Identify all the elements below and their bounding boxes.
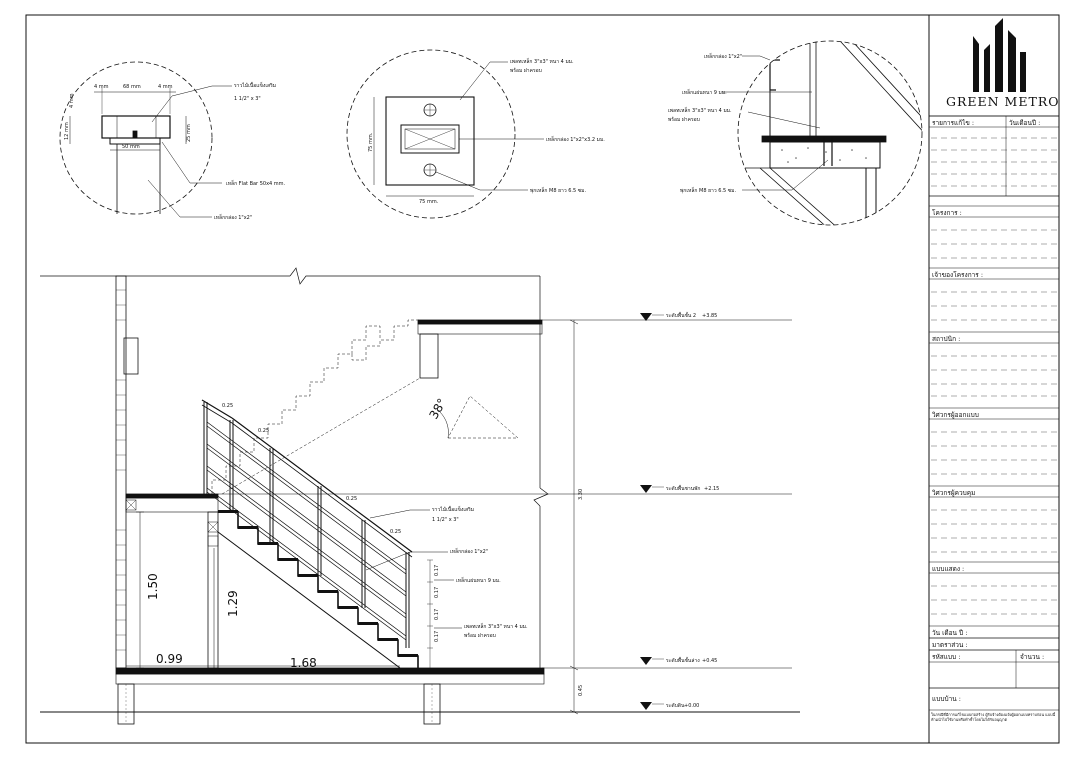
field-revision-date: วันเดือนปี : xyxy=(1009,119,1040,127)
sheet-outer-border xyxy=(25,14,1060,744)
rail-mark-3: 0.25 xyxy=(346,496,357,502)
label-tube: เหล็กกล่อง 1"x2"x3.2 มม. xyxy=(546,135,605,143)
title-block: GREEN METRO รายการแก้ไข : วันเดือนปี : โ… xyxy=(928,18,1060,722)
field-drawing-title: แบบแสดง : xyxy=(932,565,964,573)
level-marker-2nd-floor: ระดับพื้นชั้น 2 +3.85 xyxy=(640,310,717,321)
label-tube: เหล็กกล่อง 1"x2" xyxy=(704,52,742,60)
level-value: +0.45 xyxy=(702,658,717,664)
dim-landing-width: 0.99 xyxy=(156,652,183,666)
field-project: โครงการ : xyxy=(932,209,962,217)
level-label: ระดับพื้นชานพัก xyxy=(666,483,700,492)
label-handrail: ราวไม้เนื้อแข็งเสริม xyxy=(432,504,474,513)
field-scale: มาตราส่วน : xyxy=(932,641,968,649)
level-label: ระดับพื้นชั้น 2 xyxy=(666,310,696,319)
riser-dim-4: 0.17 xyxy=(434,631,440,642)
label-plate: เพลทเหล็ก 3"x3" หนา 4 มม. xyxy=(510,57,574,65)
detail-post-connection: เหล็กกล่อง 1"x2" เหล็กแผ่นหนา 9 มม. เพลท… xyxy=(668,40,923,226)
dim-post-height: 1.29 xyxy=(226,590,240,617)
rail-mark-1: 0.25 xyxy=(222,403,233,409)
level-marker-ground: ระดับดิน +0.00 xyxy=(640,702,699,710)
level-label: ระดับพื้นชั้นล่าง xyxy=(666,655,700,664)
label-plate-thick: เหล็กแผ่นหนา 9 มม. xyxy=(682,88,727,96)
angle-label: 38° xyxy=(426,396,449,421)
rail-mark-2: 0.25 xyxy=(258,428,269,434)
detail-base-plate: 75 mm. 75 mm. เพลทเหล็ก 3"x3" หนา 4 มม. … xyxy=(346,49,605,219)
riser-dim-1: 0.17 xyxy=(434,565,440,576)
level-marker-ground-floor: ระดับพื้นชั้นล่าง +0.45 xyxy=(640,655,717,665)
label-plate: เพลทเหล็ก 3"x3" หนา 4 มม. xyxy=(668,106,732,114)
level-value: +2.15 xyxy=(704,486,719,492)
field-date: วัน เดือน ปี : xyxy=(932,629,967,637)
brand-name: GREEN METRO xyxy=(946,94,1059,109)
level-marker-landing: ระดับพื้นชานพัก +2.15 xyxy=(640,483,719,493)
dim-landing-height: 1.50 xyxy=(146,573,160,600)
label-plate: เพลทเหล็ก 3"x3" หนา 4 มม. xyxy=(464,622,528,630)
dim-plinth: 0.45 xyxy=(578,685,584,696)
field-qty: จำนวน : xyxy=(1020,653,1044,661)
label-plate-sub: พร้อม ฝาครอบ xyxy=(464,632,496,639)
dim-left-total: 12 mm xyxy=(64,122,70,140)
dim-horizontal: 75 mm. xyxy=(419,199,439,205)
dim-run: 1.68 xyxy=(290,656,317,670)
level-label: ระดับดิน xyxy=(666,702,685,709)
field-revision: รายการแก้ไข : xyxy=(932,119,974,127)
field-code: รหัสแบบ : xyxy=(932,653,960,661)
field-supervising-engineer: วิศวกรผู้ควบคุม xyxy=(932,489,976,497)
label-plate9: เหล็กแผ่นหนา 9 มม. xyxy=(456,576,501,584)
field-architect: สถาปนิก : xyxy=(932,335,960,343)
label-bolt: พุกเหล็ก M8 ยาว 6.5 ซม. xyxy=(530,186,586,194)
stair-section: 38° xyxy=(40,267,800,725)
field-house-model: แบบบ้าน : xyxy=(932,695,961,703)
label-tube: เหล็กกล่อง 1"x2" xyxy=(214,213,252,221)
dim-bottom: 50 mm xyxy=(122,144,140,150)
label-plate-sub: พร้อม ฝาครอบ xyxy=(668,116,700,123)
label-plate-sub: พร้อม ฝาครอบ xyxy=(510,67,542,74)
detail-handrail-section: 4 mm 68 mm 4 mm 4 mm 12 mm 25 mm 50 mm ร… xyxy=(59,61,286,221)
green-metro-logo xyxy=(973,18,1026,92)
dim-total-height: 3.30 xyxy=(578,489,584,500)
riser-dim-2: 0.17 xyxy=(434,587,440,598)
level-value: +3.85 xyxy=(702,313,717,319)
label-handrail-size: 1 1/2" x 3" xyxy=(432,517,459,523)
field-design-engineer: วิศวกรผู้ออกแบบ xyxy=(932,411,979,419)
dim-top-left: 4 mm xyxy=(94,84,109,90)
dim-top-mid: 68 mm xyxy=(123,84,141,90)
label-tube: เหล็กกล่อง 1"x2" xyxy=(450,547,488,555)
label-flatbar: เหล็ก Flat Bar 50x4 mm. xyxy=(226,179,286,187)
rail-mark-4: 0.25 xyxy=(390,529,401,535)
field-owner: เจ้าของโครงการ : xyxy=(932,271,983,279)
dim-right: 25 mm xyxy=(186,124,192,142)
dim-vertical: 75 mm. xyxy=(368,132,374,152)
label-bolt: พุกเหล็ก M8 ยาว 6.5 ซม. xyxy=(680,186,736,194)
label-handrail: ราวไม้เนื้อแข็งเสริม xyxy=(234,80,276,89)
riser-dim-3: 0.17 xyxy=(434,609,440,620)
dim-left-top: 4 mm xyxy=(69,93,75,108)
label-handrail-size: 1 1/2" x 3" xyxy=(234,96,261,102)
level-value: +0.00 xyxy=(684,703,699,709)
dim-top-right: 4 mm xyxy=(158,84,173,90)
titleblock-note: ในกรณีที่มีการแก้ไขแบบก่อสร้าง ผู้รับจ้า… xyxy=(931,712,1055,722)
